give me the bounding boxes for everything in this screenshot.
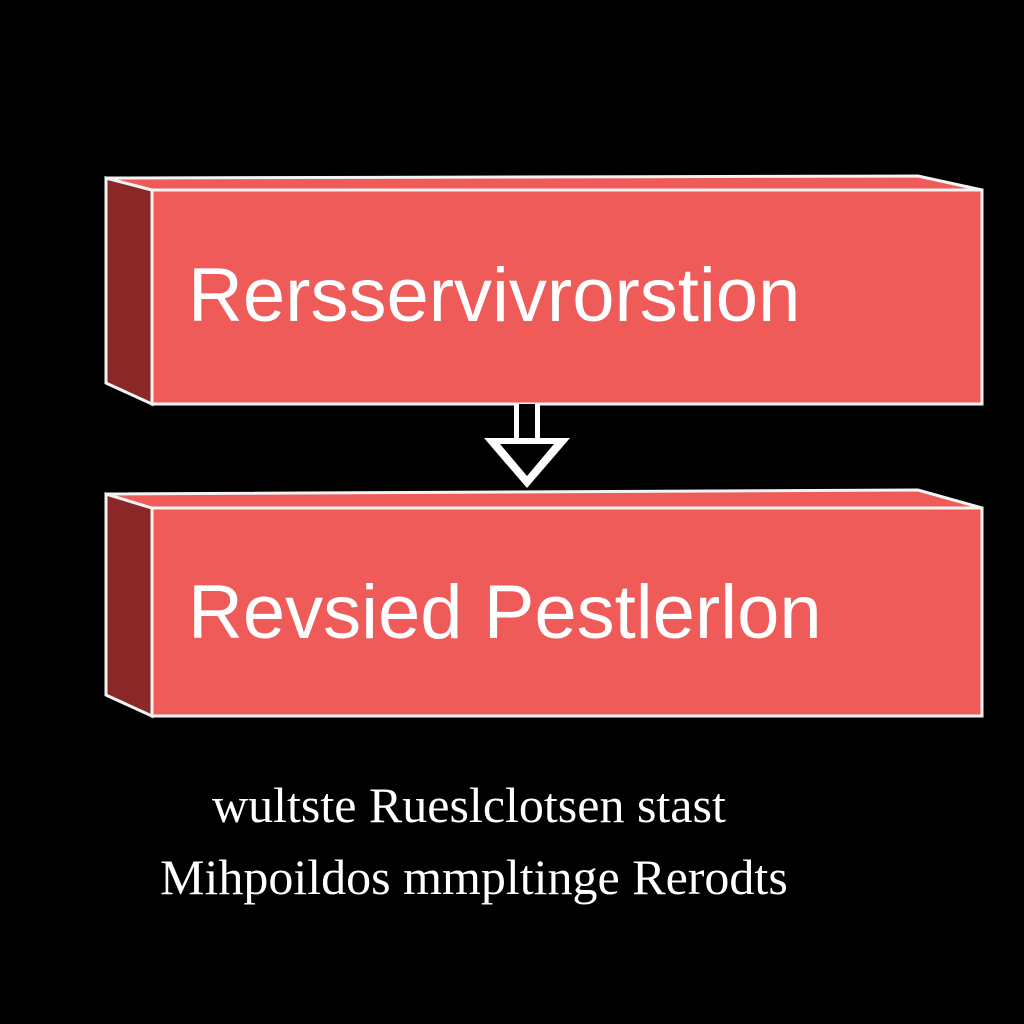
block-bottom [104, 488, 984, 719]
block-top-top-edge [105, 174, 983, 192]
arrow-down-icon [484, 404, 570, 488]
block-top [104, 174, 984, 407]
block-bottom-side [104, 491, 154, 719]
block-top-face [150, 188, 984, 406]
block-bottom-top-edge [105, 488, 983, 510]
caption-line-2: Mihpoildos mmpltinge Rerodts [160, 849, 788, 905]
block-top-label: Rersservivrorstion [188, 253, 801, 338]
block-bottom-label: Revsied Pestlerlon [188, 570, 822, 655]
caption-line-1: wultste Rueslclotsen stast [212, 777, 726, 833]
block-top-side [104, 176, 154, 407]
block-bottom-face [150, 506, 984, 718]
